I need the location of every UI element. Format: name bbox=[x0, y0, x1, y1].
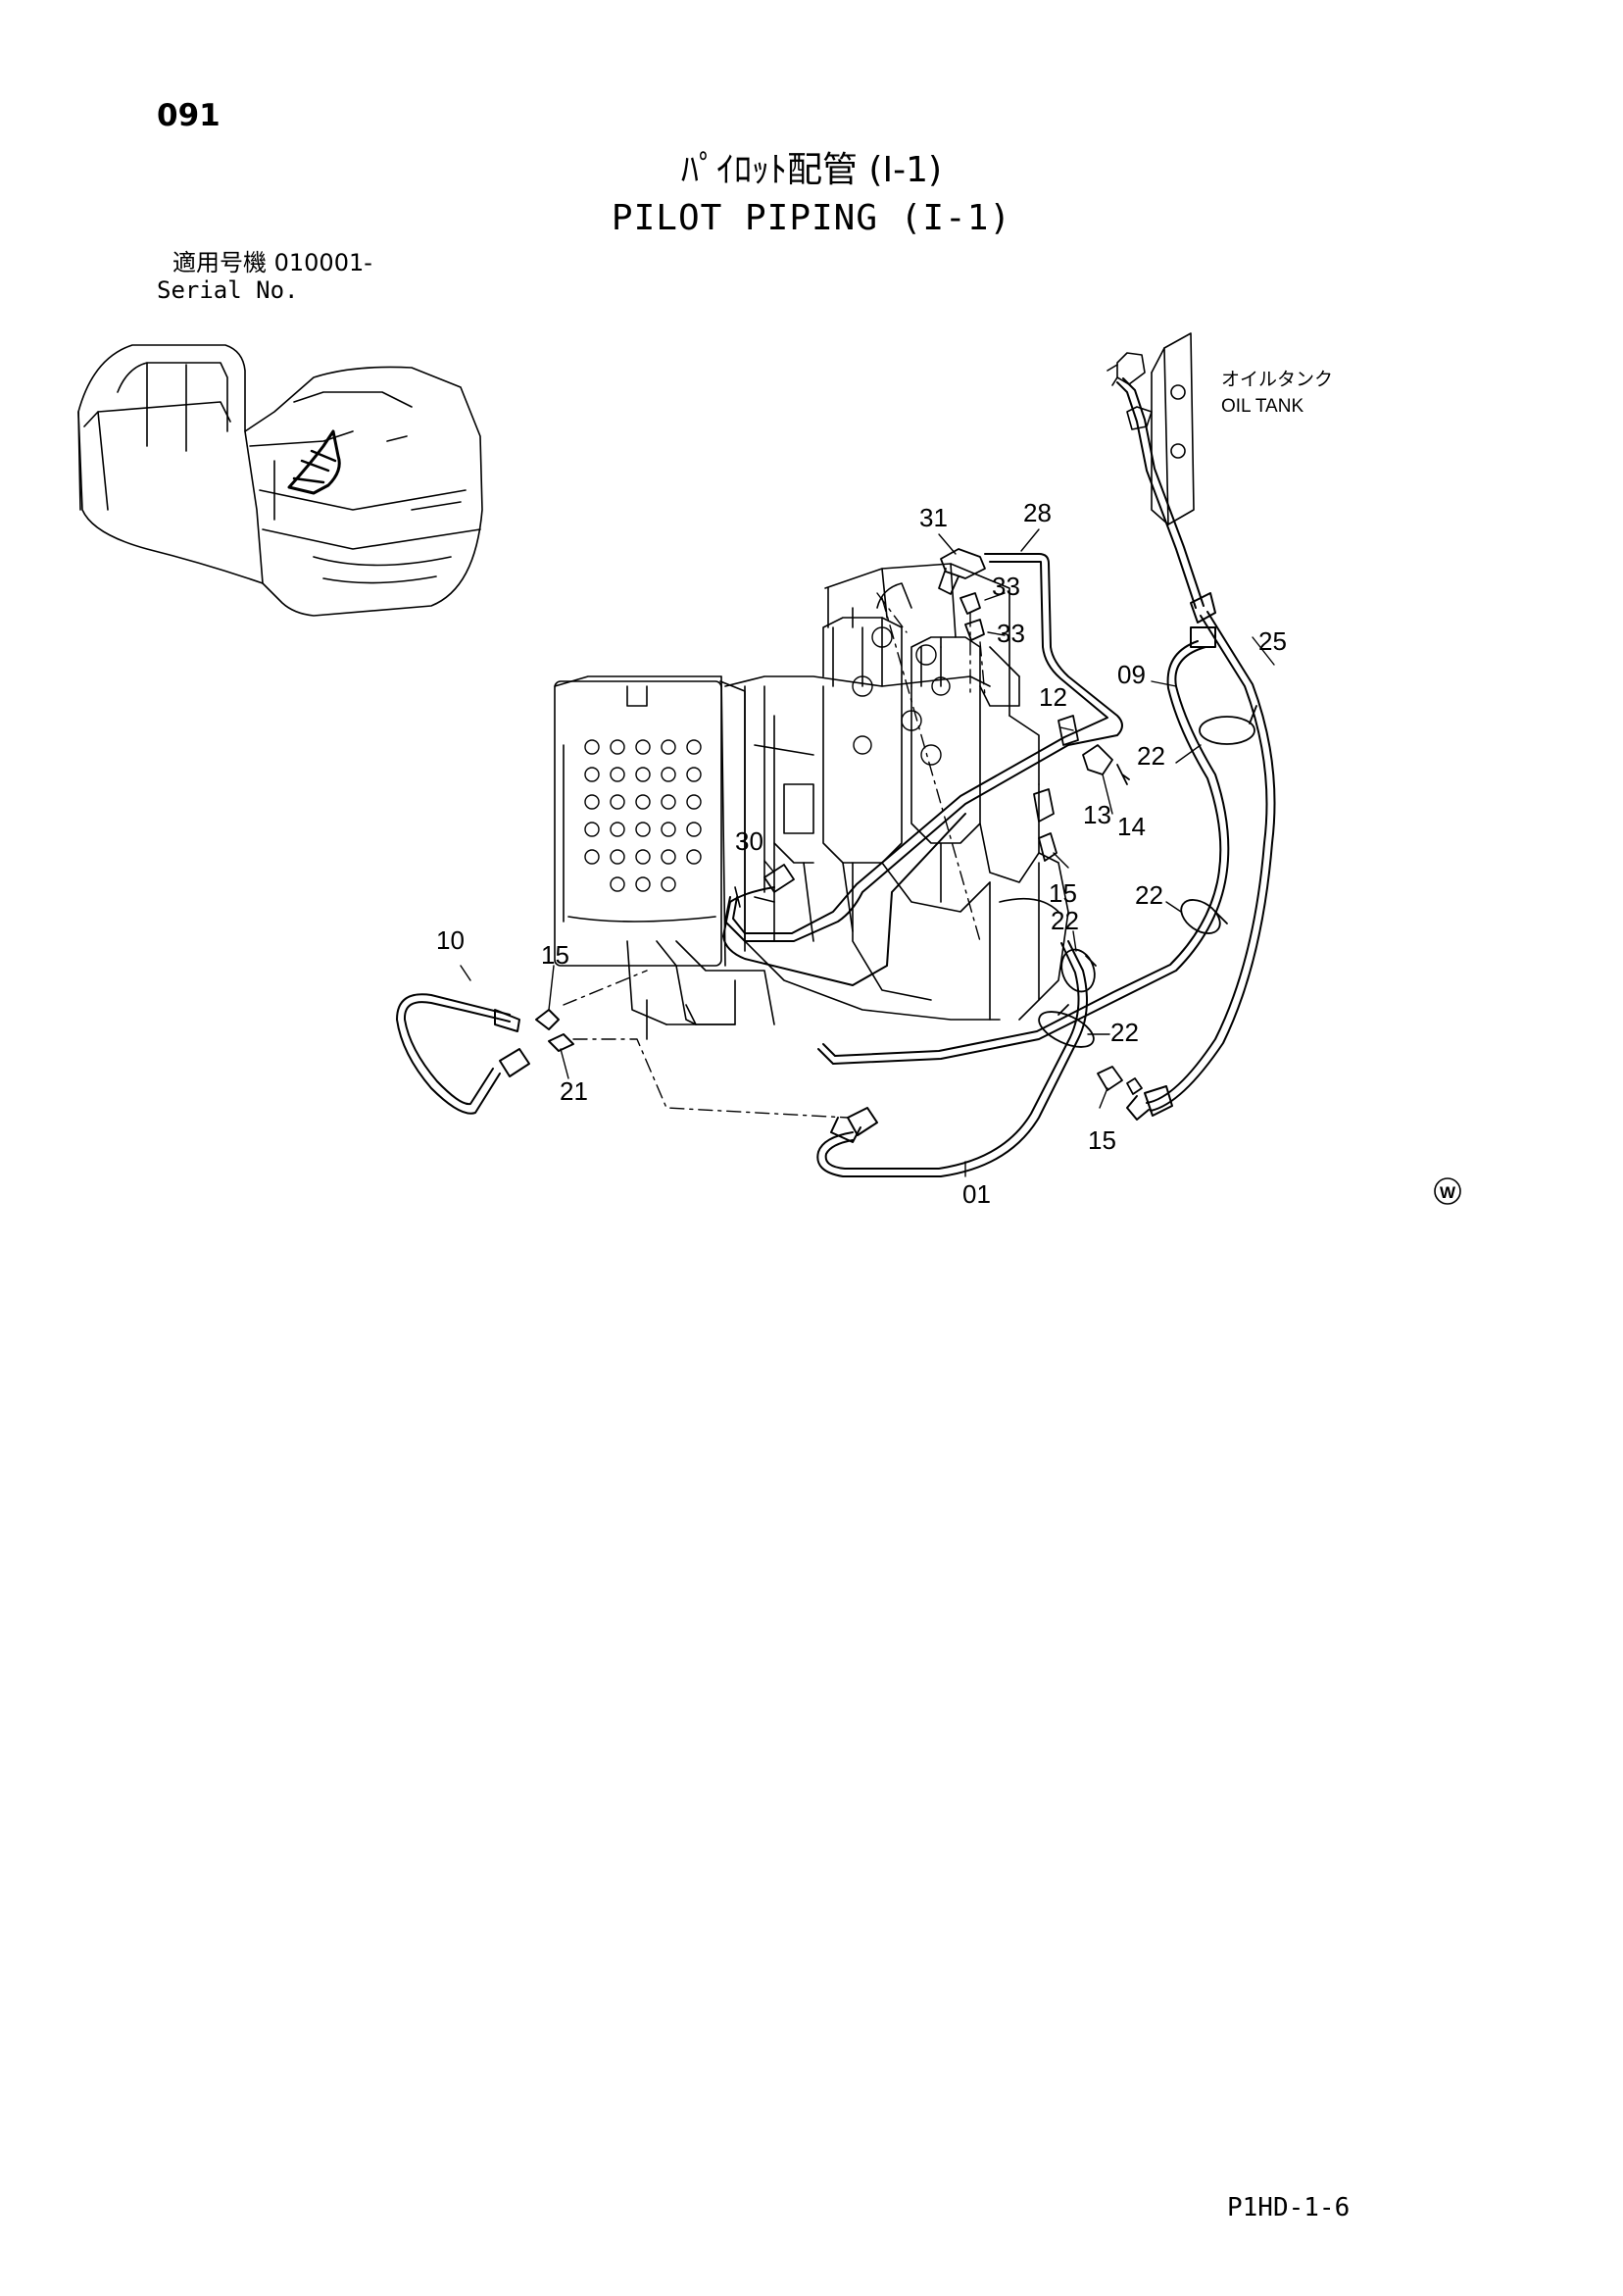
pilot-pipe-30 bbox=[722, 813, 966, 986]
callout-33-upper: 33 bbox=[992, 572, 1020, 601]
serial-label-japanese: 適用号機 010001- bbox=[172, 249, 372, 276]
footer-page-code: P1HD-1-6 bbox=[1227, 2193, 1351, 2222]
callout-15-bottom: 15 bbox=[1088, 1125, 1116, 1155]
callout-09: 09 bbox=[1117, 660, 1146, 689]
callout-30: 30 bbox=[735, 826, 763, 856]
callout-22-mid: 22 bbox=[1051, 906, 1079, 935]
page-number: 091 bbox=[157, 98, 221, 133]
control-valve-assembly bbox=[554, 563, 1069, 1040]
callout-15-mid: 15 bbox=[1049, 878, 1077, 908]
callout-21: 21 bbox=[560, 1076, 588, 1106]
callout-31: 31 bbox=[919, 503, 948, 532]
pilot-hose-01 bbox=[816, 940, 1088, 1177]
callout-12: 12 bbox=[1039, 682, 1067, 712]
oil-tank-label-english: OIL TANK bbox=[1221, 396, 1303, 417]
pilot-hose-25 bbox=[1116, 377, 1276, 1121]
callout-15-left: 15 bbox=[541, 940, 569, 970]
fittings-31-33 bbox=[763, 548, 1143, 1095]
leader-lines-solid bbox=[460, 528, 1275, 1177]
page-title-japanese: ﾊﾟｲﾛｯﾄ配管 (I-1) bbox=[680, 150, 943, 190]
callout-25: 25 bbox=[1258, 626, 1287, 656]
callout-22-right: 22 bbox=[1135, 880, 1163, 910]
page-title-english: PILOT PIPING (I-1) bbox=[611, 198, 1012, 238]
excavator-overview-thumbnail bbox=[77, 344, 483, 617]
callout-28: 28 bbox=[1023, 498, 1052, 527]
callout-13: 13 bbox=[1083, 800, 1111, 829]
oil-tank bbox=[1107, 332, 1195, 525]
pilot-pipe-28 bbox=[724, 553, 1123, 942]
callout-10: 10 bbox=[436, 925, 465, 955]
w-mark-icon: W bbox=[1434, 1177, 1461, 1205]
oil-tank-label-japanese: オイルタンク bbox=[1221, 369, 1333, 390]
callout-01: 01 bbox=[962, 1179, 991, 1209]
pilot-hose-10 bbox=[396, 993, 574, 1115]
clamps-22 bbox=[1038, 705, 1257, 1048]
callout-14: 14 bbox=[1117, 812, 1146, 841]
callout-33-lower: 33 bbox=[997, 619, 1025, 648]
leader-lines bbox=[563, 592, 986, 1119]
callout-22-lower: 22 bbox=[1110, 1018, 1139, 1047]
w-mark-letter: W bbox=[1440, 1183, 1456, 1202]
serial-label-english: Serial No. bbox=[157, 276, 299, 304]
callout-labels: 31 28 33 33 25 09 12 22 13 14 30 15 22 2… bbox=[436, 498, 1287, 1209]
callout-22-top: 22 bbox=[1137, 741, 1165, 771]
